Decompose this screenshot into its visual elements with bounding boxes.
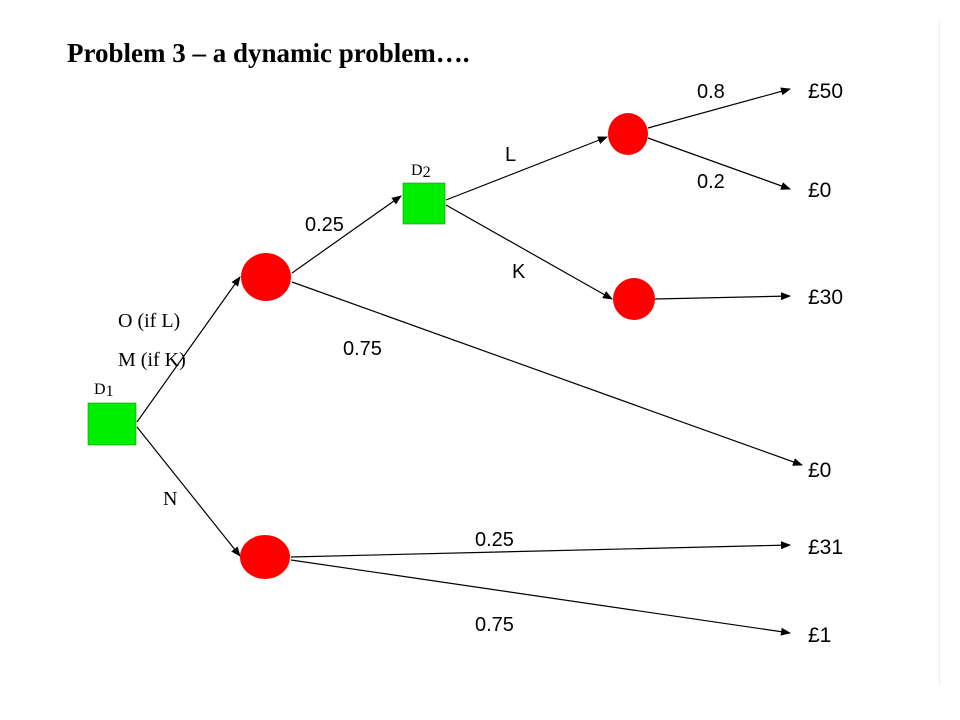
- payoff-0-upper: £0: [808, 179, 831, 202]
- payoff-30: £30: [808, 286, 843, 309]
- edge-label-l: L: [505, 144, 516, 166]
- edge-d2-l: [445, 136, 608, 201]
- edge-label-lower-p2: 0.75: [475, 614, 514, 636]
- edge-label-o-if-l: O (if L): [118, 310, 180, 332]
- edge-upper-d2: [291, 195, 402, 274]
- edge-label-l-p1: 0.8: [697, 81, 725, 103]
- d1-label: D1: [94, 381, 114, 400]
- chance-node-k: [613, 278, 655, 320]
- page-title: Problem 3 – a dynamic problem….: [67, 38, 470, 68]
- payoff-0-middle: £0: [808, 459, 831, 482]
- edge-d2-k: [445, 204, 613, 300]
- edge-label-lower-p1: 0.25: [475, 529, 514, 551]
- chance-node-upper: [241, 253, 291, 301]
- edge-label-k: K: [512, 261, 526, 283]
- edge-label-upper-p2: 0.75: [343, 338, 382, 360]
- edge-d1-upper: [136, 276, 241, 423]
- decision-node-d1: [87, 402, 137, 446]
- d2-label: D2: [411, 162, 431, 181]
- chance-node-lower: [240, 535, 290, 579]
- edge-upper-payoff: [291, 281, 803, 466]
- payoff-1: £1: [808, 624, 831, 647]
- edge-k-payoff: [654, 292, 791, 301]
- payoff-31: £31: [808, 536, 843, 559]
- payoff-50: £50: [808, 80, 843, 103]
- chance-node-l: [608, 113, 648, 155]
- edge-label-l-p2: 0.2: [697, 171, 725, 193]
- edge-label-upper-p1: 0.25: [305, 214, 344, 236]
- decision-node-d2: [402, 182, 446, 225]
- slide-edge-divider: [939, 20, 940, 685]
- edge-label-m-if-k: M (if K): [118, 349, 186, 371]
- edge-d1-lower: [136, 426, 241, 557]
- edge-l-bottom: [647, 137, 791, 190]
- edge-lower-top: [290, 541, 791, 558]
- edge-label-n: N: [163, 488, 177, 510]
- edge-lower-bottom: [290, 559, 791, 636]
- edge-l-top: [647, 87, 791, 129]
